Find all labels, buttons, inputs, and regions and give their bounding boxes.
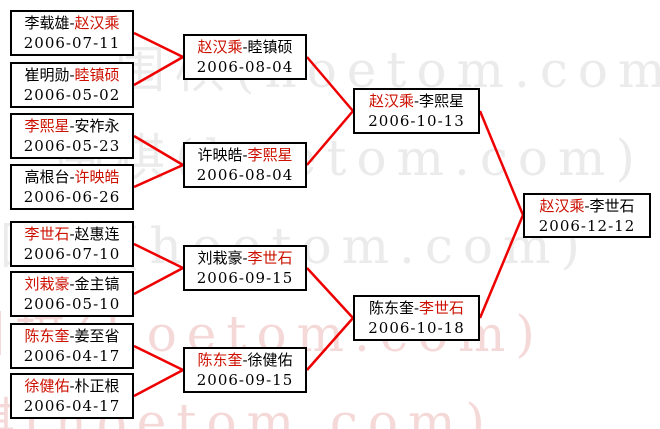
player2-name: 赵汉乘	[74, 14, 120, 32]
match-date: 2006-05-10	[23, 295, 121, 313]
player2-name: 李世石	[419, 299, 465, 317]
match-box-r1-5: 李世石-赵惠连 2006-07-10	[10, 221, 134, 267]
match-date: 2006-10-18	[368, 319, 465, 337]
match-date: 2006-07-11	[23, 34, 121, 52]
match-players: 李熙星-安祚永	[24, 116, 119, 136]
player1-name: 赵汉乘	[539, 196, 585, 215]
match-players: 高根台-许映皓	[24, 167, 119, 187]
match-players: 陈东奎-李世石	[369, 298, 464, 318]
separator: -	[69, 66, 75, 84]
match-date: 2006-09-15	[196, 269, 294, 287]
match-date: 2006-05-02	[23, 86, 121, 104]
match-box-r1-4: 高根台-许映皓 2006-06-26	[10, 164, 134, 210]
match-box-r2-2: 许映皓-李熙星 2006-08-04	[183, 142, 307, 188]
player2-name: 睦镇硕	[247, 38, 293, 56]
separator: -	[242, 249, 248, 267]
player1-name: 刘栽豪	[197, 249, 243, 267]
separator: -	[413, 299, 420, 317]
player1-name: 许映皓	[197, 146, 243, 164]
match-box-r2-4: 陈东奎-徐健佑 2006-09-15	[183, 347, 307, 393]
separator: -	[69, 117, 75, 135]
match-box-r1-8: 徐健佑-朴正根 2006-04-17	[10, 373, 134, 419]
match-box-r2-1: 赵汉乘-睦镇硕 2006-08-04	[183, 34, 307, 80]
player2-name: 李熙星	[419, 92, 465, 110]
player1-name: 赵汉乘	[368, 92, 414, 110]
player1-name: 崔明勋	[24, 66, 70, 84]
player1-name: 李熙星	[24, 117, 70, 135]
separator: -	[242, 146, 248, 164]
match-box-r1-2: 崔明勋-睦镇硕 2006-05-02	[10, 62, 134, 108]
match-players: 赵汉乘-睦镇硕	[197, 37, 292, 57]
player1-name: 赵汉乘	[197, 38, 243, 56]
separator: -	[69, 168, 75, 186]
match-players: 刘栽豪-李世石	[197, 248, 292, 268]
player1-name: 李世石	[24, 225, 70, 243]
separator: -	[69, 377, 75, 395]
match-date: 2006-05-23	[23, 137, 121, 155]
match-players: 李载雄-赵汉乘	[24, 13, 119, 33]
match-players: 刘栽豪-金主镐	[24, 274, 119, 294]
match-box-r1-1: 李载雄-赵汉乘 2006-07-11	[10, 10, 134, 56]
player2-name: 李世石	[589, 196, 635, 215]
match-players: 赵汉乘-李熙星	[369, 91, 464, 111]
match-date: 2006-06-26	[23, 188, 121, 206]
match-players: 陈东奎-徐健佑	[197, 350, 292, 370]
match-box-r2-3: 刘栽豪-李世石 2006-09-15	[183, 245, 307, 291]
match-date: 2006-09-15	[196, 371, 294, 389]
player2-name: 朴正根	[74, 377, 120, 395]
match-players: 许映皓-李熙星	[197, 145, 292, 165]
player2-name: 许映皓	[74, 168, 120, 186]
player1-name: 高根台	[24, 168, 70, 186]
match-players: 赵汉乘-李世石	[539, 196, 634, 216]
player1-name: 陈东奎	[24, 327, 70, 345]
player1-name: 陈东奎	[368, 299, 414, 317]
player1-name: 李载雄	[24, 14, 70, 32]
player2-name: 李熙星	[247, 146, 293, 164]
separator: -	[413, 92, 420, 110]
match-box-r1-7: 陈东奎-姜至省 2006-04-17	[10, 323, 134, 369]
player2-name: 李世石	[247, 249, 293, 267]
match-box-sf-1: 赵汉乘-李熙星 2006-10-13	[353, 88, 480, 134]
separator: -	[242, 351, 248, 369]
player2-name: 睦镇硕	[74, 66, 120, 84]
player1-name: 刘栽豪	[24, 275, 70, 293]
player2-name: 金主镐	[74, 275, 120, 293]
match-players: 陈东奎-姜至省	[24, 326, 119, 346]
match-date: 2006-07-10	[23, 245, 121, 263]
match-players: 徐健佑-朴正根	[24, 376, 119, 396]
player2-name: 赵惠连	[74, 225, 120, 243]
separator: -	[69, 275, 75, 293]
match-date: 2006-08-04	[196, 166, 294, 184]
player1-name: 徐健佑	[24, 377, 70, 395]
match-players: 李世石-赵惠连	[24, 224, 119, 244]
player2-name: 徐健佑	[247, 351, 293, 369]
match-date: 2006-10-13	[368, 112, 465, 130]
match-box-r1-6: 刘栽豪-金主镐 2006-05-10	[10, 271, 134, 317]
match-date: 2006-08-04	[196, 58, 294, 76]
separator: -	[69, 14, 75, 32]
match-box-r1-3: 李熙星-安祚永 2006-05-23	[10, 113, 134, 159]
player2-name: 姜至省	[74, 327, 120, 345]
separator: -	[584, 196, 590, 215]
match-date: 2006-12-12	[538, 216, 636, 235]
match-box-sf-2: 陈东奎-李世石 2006-10-18	[353, 295, 480, 341]
player1-name: 陈东奎	[197, 351, 243, 369]
separator: -	[69, 327, 75, 345]
match-date: 2006-04-17	[23, 397, 121, 415]
match-players: 崔明勋-睦镇硕	[24, 65, 119, 85]
watermark-text: 围棋(hoetom.com)	[55, 129, 645, 187]
separator: -	[242, 38, 248, 56]
separator: -	[69, 225, 75, 243]
match-date: 2006-04-17	[23, 347, 121, 365]
match-box-final: 赵汉乘-李世石 2006-12-12	[523, 193, 651, 238]
player2-name: 安祚永	[74, 117, 120, 135]
